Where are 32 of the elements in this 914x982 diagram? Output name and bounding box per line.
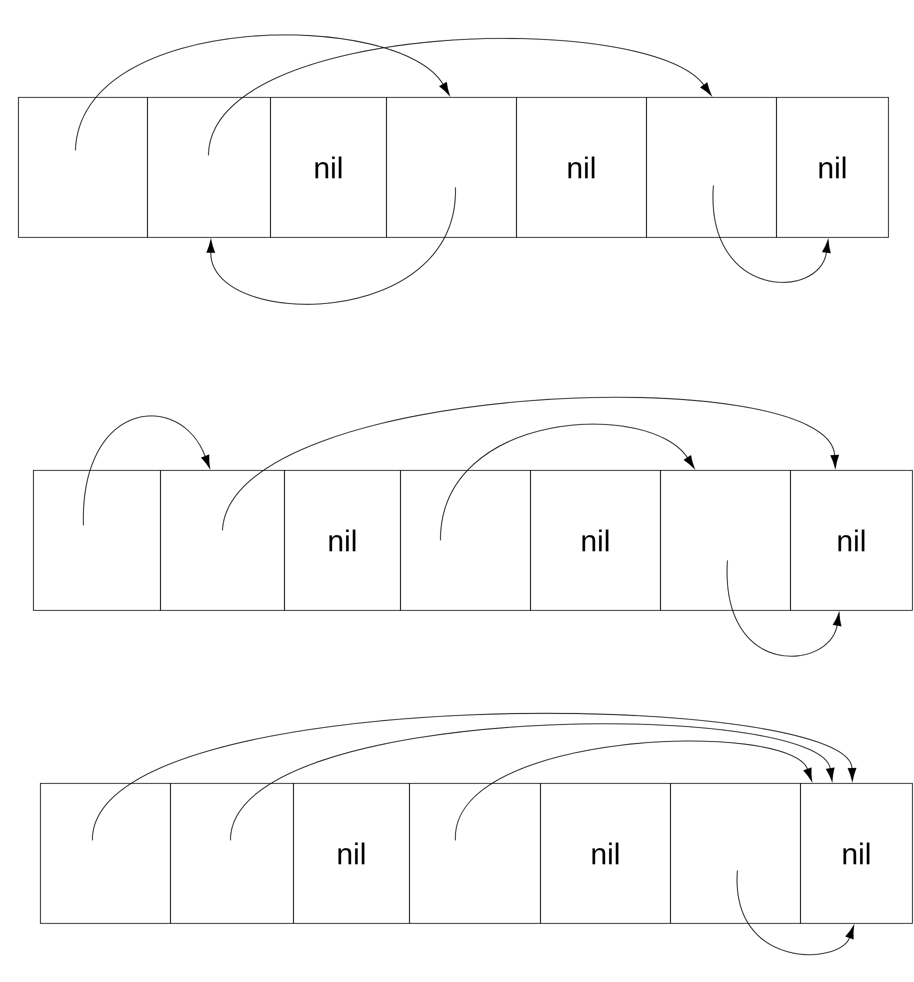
nil-cell: nil [270, 97, 387, 238]
pointer-arrow [92, 713, 856, 841]
array-cell [660, 470, 791, 611]
pointer-arrow [737, 870, 854, 955]
array-cell [400, 470, 531, 611]
array-cell [646, 97, 777, 238]
nil-cell: nil [800, 783, 913, 924]
array-cell [40, 783, 171, 924]
nil-cell: nil [790, 470, 913, 611]
nil-cell: nil [516, 97, 647, 238]
array-cell [147, 97, 271, 238]
array-cell [18, 97, 148, 238]
nil-cell: nil [284, 470, 401, 611]
nil-cell: nil [293, 783, 410, 924]
array-cell [386, 97, 517, 238]
pointer-arrow [455, 740, 812, 841]
pointer-arrow [208, 38, 712, 156]
pointer-arrow [713, 185, 831, 283]
array-cell [670, 783, 801, 924]
nil-cell: nil [530, 470, 661, 611]
pointer-arrow [83, 416, 210, 526]
array-cell [170, 783, 294, 924]
nil-cell: nil [540, 783, 671, 924]
array-cell [409, 783, 541, 924]
array-cell [33, 470, 161, 611]
pointer-arrow [440, 424, 695, 541]
pointer-arrow [727, 560, 842, 657]
array-cell [160, 470, 285, 611]
pointer-arrow [75, 34, 450, 151]
nil-cell: nil [776, 97, 889, 238]
pointer-arrow [222, 396, 839, 531]
pointer-arrow [206, 187, 456, 305]
